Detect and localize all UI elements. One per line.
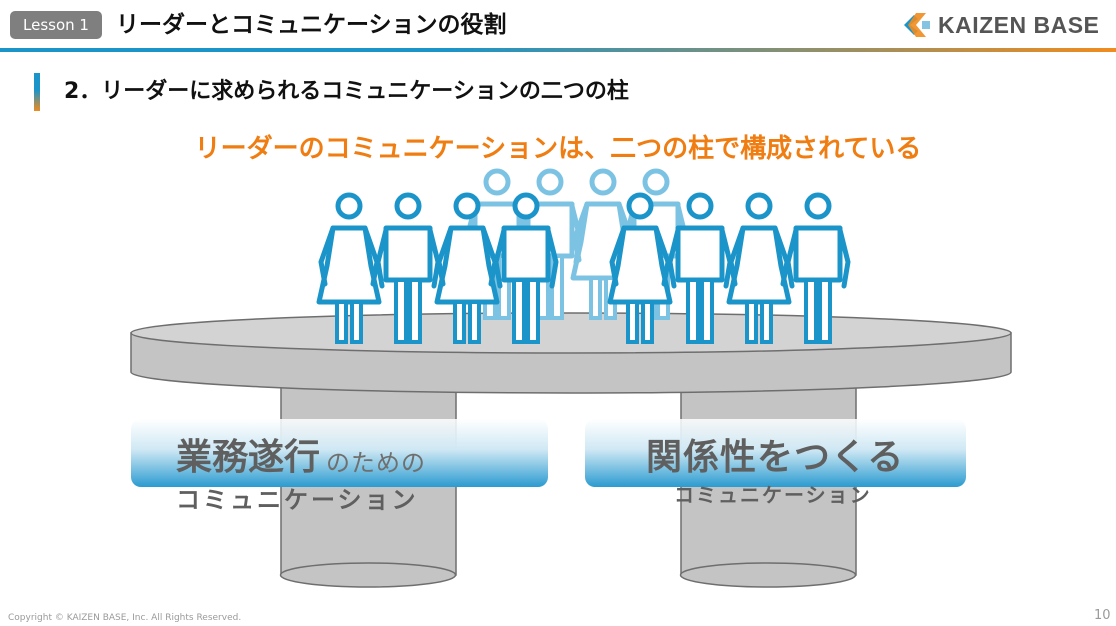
pillar-label-box-left bbox=[131, 419, 548, 487]
subtitle: リーダーのコミュニケーションは、二つの柱で構成されている bbox=[194, 134, 922, 164]
pillar2-bottom-label: コミュニケーション bbox=[674, 483, 872, 507]
kaizen-base-logo: KAIZEN BASE bbox=[900, 9, 1099, 41]
pillar1-bottom-label: コミュニケーション bbox=[176, 486, 419, 514]
kaizen-base-logo-icon bbox=[904, 13, 930, 37]
pillar2-main-label: 関係性をつくる bbox=[646, 437, 905, 478]
page-number: 10 bbox=[1094, 608, 1111, 623]
pillar-label-box-right bbox=[585, 419, 966, 487]
section-accent-bar bbox=[34, 73, 40, 111]
pillar1-main-label: 業務遂行 bbox=[176, 437, 321, 478]
header-divider bbox=[0, 48, 1116, 52]
slide-title: リーダーとコミュニケーションの役割 bbox=[116, 12, 507, 38]
logo-text: KAIZEN BASE bbox=[938, 12, 1100, 38]
slide-header: Lesson 1 リーダーとコミュニケーションの役割 KAIZEN BASE bbox=[0, 0, 1116, 52]
section-title: 2．リーダーに求められるコミュニケーションの二つの柱 bbox=[64, 79, 629, 104]
lesson-badge: Lesson 1 bbox=[10, 11, 102, 39]
pillar1-suffix-label: のための bbox=[326, 449, 426, 477]
table-top bbox=[130, 312, 1012, 394]
copyright-text: Copyright © KAIZEN BASE, Inc. All Rights… bbox=[8, 613, 242, 623]
